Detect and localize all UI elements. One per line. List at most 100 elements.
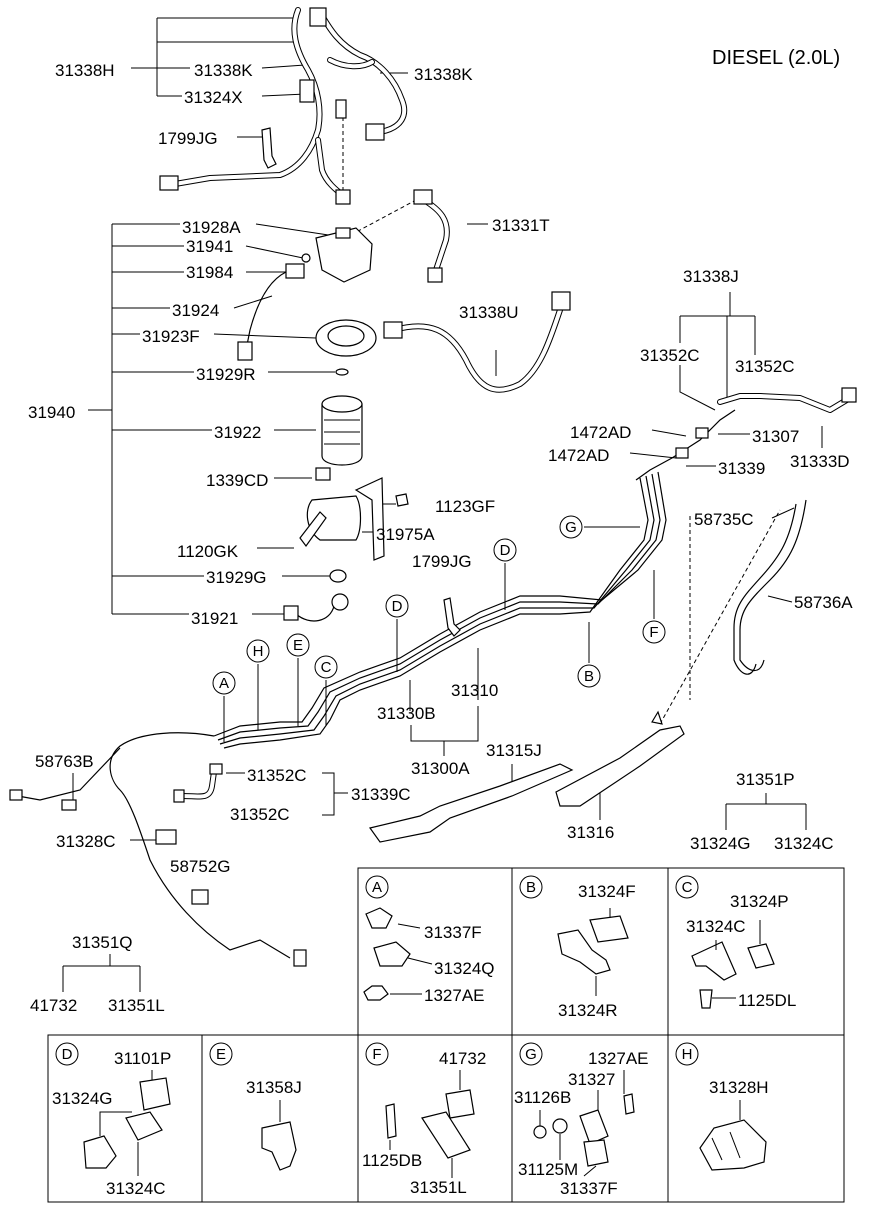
leader-lines: [62, 17, 823, 992]
callout-marker: B: [577, 664, 601, 688]
part-label: 58752G: [170, 857, 231, 876]
part-label: 1472AD: [570, 423, 631, 442]
part-label: 31338J: [683, 267, 739, 286]
part-label: 31330B: [377, 704, 436, 723]
part-label: 31333D: [790, 452, 850, 471]
detail-box-marker: H: [675, 1042, 699, 1066]
detail-box-letter: F: [372, 1046, 381, 1063]
diagram-title: DIESEL (2.0L): [712, 47, 840, 69]
part-label: 1120GK: [177, 542, 239, 561]
part-label: 31352C: [735, 357, 795, 376]
part-label: 31338H: [55, 61, 115, 80]
part-label: 31923F: [142, 327, 200, 346]
callout-circle: [577, 664, 601, 688]
callout-marker: H: [246, 639, 270, 663]
part-label: 31125M: [518, 1160, 578, 1179]
part-label: 31351L: [108, 996, 165, 1015]
callout-letter: A: [219, 675, 229, 692]
callout-marker: C: [314, 655, 338, 679]
callout-letter: E: [293, 637, 303, 654]
part-label: 31315J: [486, 741, 542, 760]
part-label: 58735C: [694, 510, 754, 529]
callout-circle: [559, 515, 583, 539]
detail-box-letter: B: [526, 879, 536, 896]
detail-box-marker: C: [675, 875, 699, 899]
detail-box-circle: [365, 1042, 389, 1066]
callout-letter: F: [649, 624, 658, 641]
part-label: 58763B: [35, 752, 94, 771]
part-label: 31352C: [247, 766, 307, 785]
detail-box-letter: E: [216, 1046, 226, 1063]
part-label: 31928A: [182, 218, 241, 237]
detail-box-marker: B: [519, 875, 543, 899]
detail-boxes: [47, 867, 845, 1203]
part-label: 31924: [172, 301, 219, 320]
callout-letter: B: [584, 668, 594, 685]
detail-box-letter: A: [372, 879, 382, 896]
detail-box-marker: E: [209, 1042, 233, 1066]
part-label: 31351P: [736, 770, 795, 789]
part-label: 1125DB: [362, 1151, 422, 1170]
part-label: 31324C: [106, 1179, 166, 1198]
part-label: 31929G: [206, 568, 267, 587]
callout-marker: G: [559, 515, 583, 539]
part-label: 1123GF: [435, 497, 495, 516]
part-label: 31352C: [640, 346, 700, 365]
part-label: 1339CD: [206, 471, 268, 490]
part-label: 31337F: [560, 1179, 618, 1198]
detail-box-circle: [55, 1042, 79, 1066]
part-label: 31338U: [459, 303, 519, 322]
part-label: 31324F: [578, 882, 636, 901]
part-label: 1799JG: [412, 552, 472, 571]
callout-circle: [493, 538, 517, 562]
filter-assembly: [237, 227, 409, 622]
part-label: 1472AD: [548, 446, 609, 465]
part-label: 31922: [214, 423, 261, 442]
part-label: 31338K: [194, 61, 253, 80]
main-bundle: [9, 471, 667, 967]
callout-circle: [246, 639, 270, 663]
part-label: 31975A: [376, 525, 435, 544]
callout-marker: D: [493, 538, 517, 562]
dashed-lines: [342, 110, 781, 725]
part-label: 31324X: [184, 88, 243, 107]
callout-letter: G: [565, 519, 577, 536]
part-label: 31324C: [774, 834, 834, 853]
part-label: 31331T: [492, 216, 550, 235]
part-label: 31339C: [351, 785, 411, 804]
callout-marker: A: [212, 671, 236, 695]
part-label: 1327AE: [588, 1049, 649, 1068]
callout-group: AH EC D D G B F: [212, 515, 666, 695]
part-label: 1327AE: [424, 986, 485, 1005]
part-label: 31324P: [730, 892, 789, 911]
part-label: 31327: [568, 1070, 615, 1089]
detail-box-letter: C: [682, 879, 693, 896]
part-label: 31984: [186, 263, 233, 282]
part-label: 31307: [752, 427, 799, 446]
detail-box-circle: [519, 1042, 543, 1066]
part-label: 31921: [191, 609, 238, 628]
part-label: 31324G: [52, 1089, 113, 1108]
callout-marker: D: [385, 594, 409, 618]
part-label: 41732: [439, 1049, 486, 1068]
detail-box-circle: [675, 1042, 699, 1066]
callout-circle: [642, 620, 666, 644]
part-label: 31324C: [686, 917, 746, 936]
detail-box-marker: F: [365, 1042, 389, 1066]
detail-box-circle: [365, 875, 389, 899]
part-label: 31339: [718, 459, 765, 478]
part-label: 31941: [186, 237, 233, 256]
detail-box-marker: A: [365, 875, 389, 899]
detail-box-letter: D: [62, 1046, 73, 1063]
callout-circle: [385, 594, 409, 618]
part-label: 58736A: [794, 593, 853, 612]
part-label: 1799JG: [158, 129, 218, 148]
part-label: 31358J: [246, 1078, 302, 1097]
callout-letter: D: [392, 598, 403, 615]
part-label: 31337F: [424, 923, 482, 942]
detail-box-circle: [209, 1042, 233, 1066]
rail-brackets: [368, 710, 685, 843]
part-label: 31324R: [558, 1001, 618, 1020]
part-label: 31940: [28, 403, 75, 422]
